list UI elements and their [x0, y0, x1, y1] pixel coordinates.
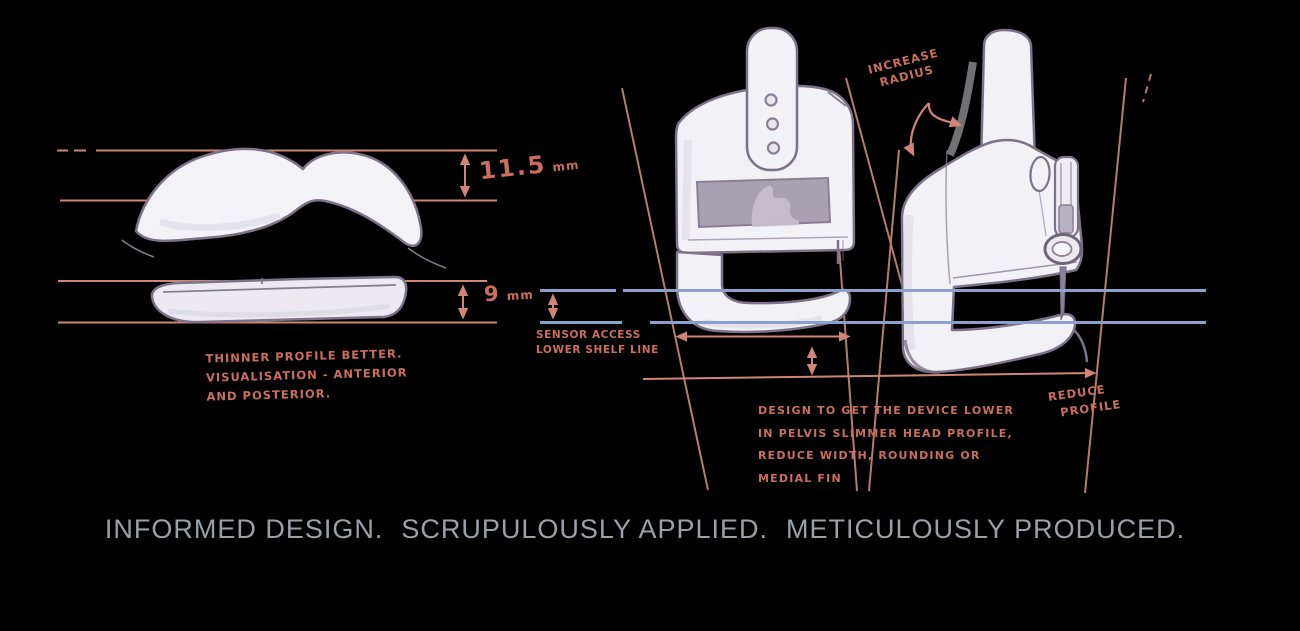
- device-side-shading: [903, 214, 916, 351]
- anterior-profile-sketch: [121, 147, 447, 269]
- pencil-smudge: [407, 247, 447, 269]
- crescent-shading: [159, 212, 282, 232]
- shelf-line: [687, 236, 849, 241]
- strap-hole: [765, 117, 780, 131]
- device-side-dark-edge: [903, 339, 941, 375]
- construction-line-dashed: [1142, 73, 1152, 103]
- sensor-band-silhouette: [751, 185, 799, 227]
- dimension-unit: mm: [506, 287, 535, 304]
- top-corner-tab: [827, 91, 847, 107]
- increase-radius-arrows: [903, 102, 963, 157]
- disc-shading: [167, 303, 391, 318]
- strap-hole: [766, 141, 781, 155]
- tagline-segment: INFORMED DESIGN.: [104, 514, 384, 544]
- device-front-shading: [682, 139, 692, 241]
- construction-lines: [621, 73, 1152, 494]
- strap-hole: [764, 93, 778, 107]
- note-line: SENSOR ACCESS: [536, 329, 641, 341]
- needle-prong: [1059, 266, 1067, 321]
- note-thinner-profile: THINNER PROFILE BETTER. VISUALISATION - …: [205, 344, 408, 406]
- note-design-goal: DESIGN TO GET THE DEVICE LOWER IN PELVIS…: [758, 400, 1014, 490]
- side-oval-detail: [1029, 155, 1051, 193]
- note-line: REDUCE WIDTH, ROUNDING OR: [758, 449, 981, 462]
- dimension-unit: mm: [551, 157, 581, 175]
- grommet-ring-inner: [1051, 241, 1073, 257]
- tagline-segment: METICULOUSLY PRODUCED.: [786, 514, 1186, 544]
- note-line: MEDIAL FIN: [758, 471, 842, 485]
- disc-rim-line: [162, 284, 397, 293]
- tagline-segment: SCRUPULOUSLY APPLIED.: [401, 514, 769, 544]
- tagline: INFORMED DESIGN. SCRUPULOUSLY APPLIED. M…: [0, 514, 1290, 545]
- guide-lines-blue: [540, 289, 1206, 324]
- construction-line: [1084, 77, 1127, 494]
- radius-arrow-right: [927, 102, 963, 128]
- hook-tail: [1073, 329, 1089, 363]
- device-front-sketch: [674, 26, 856, 334]
- device-side-shading: [946, 61, 977, 157]
- crescent-outline: [134, 147, 423, 247]
- note-sensor-access: SENSOR ACCESS LOWER SHELF LINE: [536, 328, 659, 358]
- construction-line: [868, 149, 900, 492]
- baseline-arrow: [642, 367, 1097, 380]
- dimension-value: 9: [483, 281, 502, 307]
- note-line: IN PELVIS SLIMMER HEAD PROFILE,: [758, 426, 1013, 440]
- construction-line: [835, 204, 858, 492]
- device-front-clip: [675, 250, 852, 334]
- lateral-profile-sketch: [150, 275, 408, 324]
- construction-line: [845, 77, 907, 301]
- neck-crease: [945, 149, 951, 285]
- pencil-smudge: [121, 239, 155, 258]
- note-line: DESIGN TO GET THE DEVICE LOWER: [758, 404, 1015, 417]
- note-line: LOWER SHELF LINE: [536, 344, 659, 356]
- device-side-sketch: [900, 28, 1089, 375]
- radius-arrow-left: [903, 102, 930, 157]
- side-strap: [979, 28, 1037, 166]
- underside-line: [952, 261, 1078, 279]
- slot-inner-block: [1058, 204, 1074, 234]
- mid-dimension-lines: [547, 293, 1097, 380]
